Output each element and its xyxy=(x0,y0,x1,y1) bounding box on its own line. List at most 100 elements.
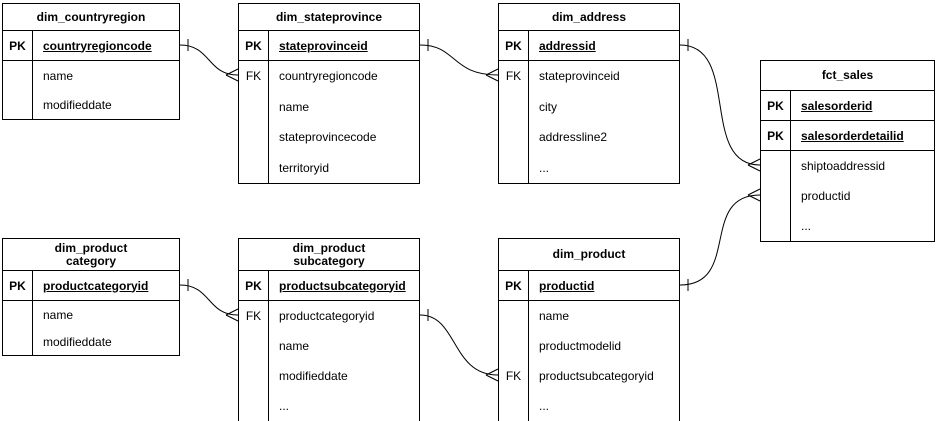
field-name: productsubcategoryid xyxy=(279,278,406,293)
key-label xyxy=(3,301,33,328)
table-row: PK productsubcategoryid xyxy=(239,271,419,301)
table-row: PK stateprovinceid xyxy=(239,31,419,61)
key-label xyxy=(499,152,529,183)
key-label xyxy=(239,391,269,421)
field-name: salesorderid xyxy=(801,98,873,113)
table-row: name xyxy=(3,301,179,328)
table-row: PK productid xyxy=(499,271,679,301)
table-row: ... xyxy=(761,211,934,241)
field-name: stateprovinceid xyxy=(279,38,368,53)
entity-fct-sales[interactable]: fct_sales PK salesorderid PK salesorderd… xyxy=(760,60,935,242)
field-name: ... xyxy=(539,160,550,175)
crow-foot-icon xyxy=(485,368,499,382)
relationship-stateprovince-address[interactable] xyxy=(419,39,499,82)
key-label: FK xyxy=(239,61,269,92)
key-label xyxy=(239,361,269,391)
key-label xyxy=(239,122,269,153)
key-label: PK xyxy=(499,271,529,300)
key-label: PK xyxy=(499,31,529,60)
entity-title: dim_countryregion xyxy=(3,4,179,31)
field-name: shiptoaddressid xyxy=(801,159,886,173)
field-name: addressid xyxy=(539,38,596,53)
field-name: productid xyxy=(539,278,595,293)
table-row: ... xyxy=(499,391,679,421)
field-name: modifieddate xyxy=(43,97,112,112)
field-name: productmodelid xyxy=(539,339,622,353)
key-label: PK xyxy=(761,121,791,150)
key-label xyxy=(239,152,269,183)
crow-foot-icon xyxy=(747,158,761,172)
entity-title: dim_stateprovince xyxy=(239,4,419,31)
key-label xyxy=(239,91,269,122)
field-name: ... xyxy=(279,399,290,413)
field-name: name xyxy=(43,307,74,322)
key-label xyxy=(499,91,529,122)
key-label xyxy=(499,391,529,421)
relationship-productsubcategory-product[interactable] xyxy=(419,309,499,382)
entity-dim-countryregion[interactable]: dim_countryregion PK countryregioncode n… xyxy=(2,3,180,120)
table-row: FK stateprovinceid xyxy=(499,61,679,92)
field-name: salesorderdetailid xyxy=(801,128,904,143)
key-label: PK xyxy=(239,31,269,60)
field-name: countryregioncode xyxy=(279,69,378,84)
table-row: PK salesorderdetailid xyxy=(761,121,934,151)
entity-title: dim_product subcategory xyxy=(239,239,419,271)
entity-dim-productcategory[interactable]: dim_product category PK productcategoryi… xyxy=(2,238,180,356)
field-name: ... xyxy=(539,399,550,413)
field-name: modifieddate xyxy=(43,334,112,349)
field-name: name xyxy=(539,309,570,323)
table-row: FK productcategoryid xyxy=(239,301,419,331)
key-label xyxy=(499,331,529,361)
entity-dim-product[interactable]: dim_product PK productid name productmod… xyxy=(498,238,680,421)
entity-dim-productsubcategory[interactable]: dim_product subcategory PK productsubcat… xyxy=(238,238,420,421)
crow-foot-icon xyxy=(747,188,761,202)
key-label: PK xyxy=(239,271,269,300)
key-label xyxy=(761,151,791,181)
key-label: PK xyxy=(3,271,33,300)
field-name: productcategoryid xyxy=(279,309,375,323)
entity-dim-address[interactable]: dim_address PK addressid FK stateprovinc… xyxy=(498,3,680,184)
table-row: name xyxy=(499,301,679,331)
table-row: ... xyxy=(239,391,419,421)
field-name: name xyxy=(279,339,310,353)
table-row: modifieddate xyxy=(3,328,179,355)
table-row: stateprovincecode xyxy=(239,122,419,153)
table-row: PK addressid xyxy=(499,31,679,61)
key-label xyxy=(761,211,791,241)
field-name: modifieddate xyxy=(279,369,348,383)
relationship-countryregion-stateprovince[interactable] xyxy=(179,39,239,82)
table-row: FK productsubcategoryid xyxy=(499,361,679,391)
key-label xyxy=(499,122,529,153)
entity-title: dim_address xyxy=(499,4,679,31)
table-row: name xyxy=(239,331,419,361)
key-label xyxy=(761,181,791,211)
key-label xyxy=(3,328,33,355)
key-label xyxy=(499,301,529,331)
field-name: stateprovinceid xyxy=(539,69,620,84)
table-row: productmodelid xyxy=(499,331,679,361)
key-label xyxy=(3,90,33,119)
table-row: FK countryregioncode xyxy=(239,61,419,92)
table-row: PK countryregioncode xyxy=(3,31,179,61)
key-label: PK xyxy=(3,31,33,60)
key-label xyxy=(239,331,269,361)
relationship-productcategory-productsubcategory[interactable] xyxy=(179,279,239,322)
relationship-product-fctsales[interactable] xyxy=(679,188,761,291)
field-name: countryregioncode xyxy=(43,38,152,53)
field-name: territoryid xyxy=(279,160,330,175)
key-label: FK xyxy=(499,61,529,92)
entity-dim-stateprovince[interactable]: dim_stateprovince PK stateprovinceid FK … xyxy=(238,3,420,184)
table-row: modifieddate xyxy=(3,90,179,119)
key-label xyxy=(3,61,33,90)
field-name: productcategoryid xyxy=(43,278,149,293)
table-row: PK salesorderid xyxy=(761,91,934,121)
field-name: name xyxy=(279,99,310,114)
crow-foot-icon xyxy=(485,68,499,82)
crow-foot-icon xyxy=(225,308,239,322)
field-name: ... xyxy=(801,219,812,233)
table-row: productid xyxy=(761,181,934,211)
relationship-address-fctsales[interactable] xyxy=(679,39,761,172)
table-row: name xyxy=(3,61,179,90)
field-name: name xyxy=(43,68,74,83)
